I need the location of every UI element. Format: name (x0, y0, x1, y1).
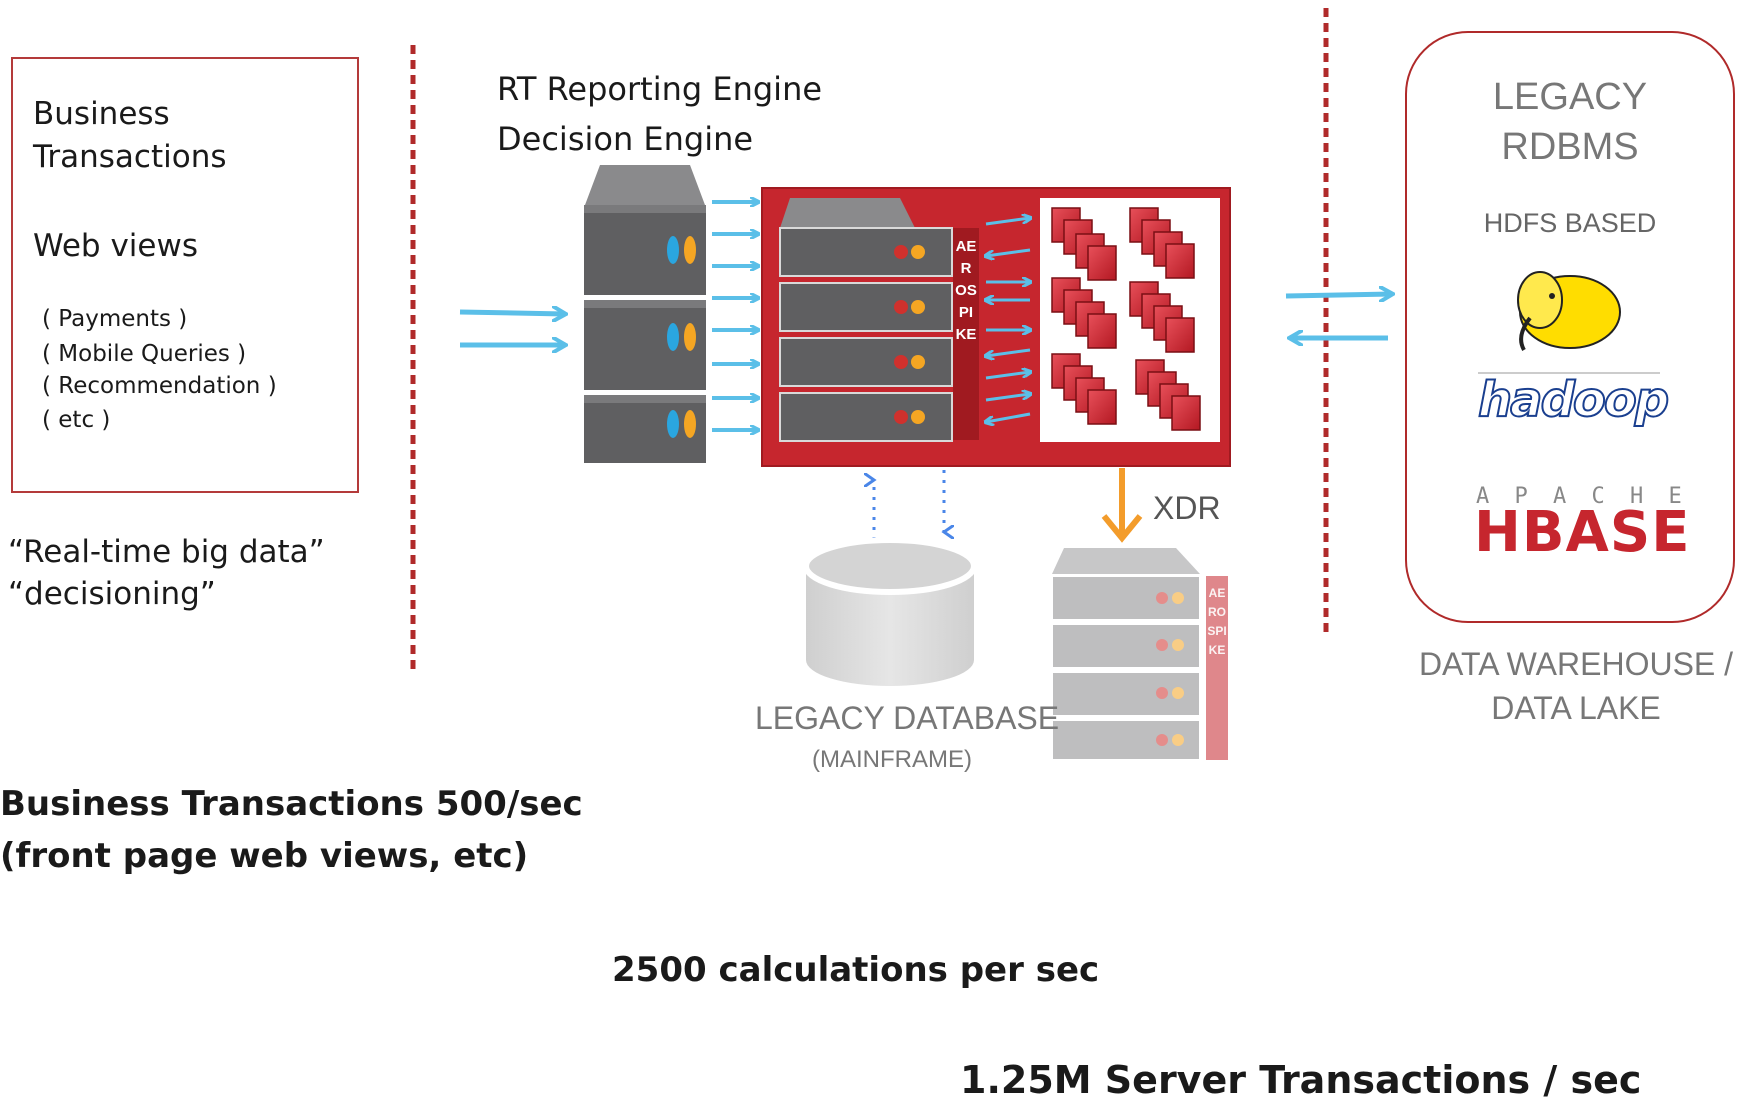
legacy-db-line1: LEGACY DATABASE (755, 700, 1060, 736)
left-box-item: ( etc ) (42, 407, 111, 433)
stat-business-line1: Business Transactions 500/sec (0, 784, 583, 824)
engine-line2: Decision Engine (497, 120, 754, 158)
left-box-frame (11, 57, 359, 493)
quote-line1: “Real-time big data” (8, 534, 325, 570)
aerospike-vertical-label: AEROSPIKE (955, 238, 977, 343)
app-server-stack (584, 165, 706, 463)
stat-business-line2: (front page web views, etc) (0, 836, 529, 876)
warehouse-line1: DATA WAREHOUSE / (1418, 646, 1734, 682)
left-box-item: ( Payments ) (42, 306, 188, 332)
left-box-item: ( Mobile Queries ) (42, 341, 247, 367)
stat-calculations: 2500 calculations per sec (612, 950, 1100, 990)
engine-line1: RT Reporting Engine (497, 70, 823, 108)
legacy-database-cylinder (803, 537, 977, 686)
hbase-logo: HBASE (1474, 500, 1691, 565)
legacy-db-line2: (MAINFRAME) (812, 746, 972, 773)
server-arrows (712, 202, 758, 430)
stat-server-transactions: 1.25M Server Transactions / sec (960, 1058, 1642, 1102)
left-box-item: ( Recommendation ) (42, 373, 277, 399)
apache-logo-text: A P A C H E (1476, 484, 1688, 509)
hadoop-logo: hadoop (1477, 371, 1670, 429)
replica-cluster (1051, 548, 1228, 761)
xdr-arrow (1101, 468, 1143, 543)
internal-arrows (986, 218, 1030, 422)
data-blocks (1051, 207, 1201, 431)
arrow-to-warehouse (1285, 294, 1392, 296)
right-box-line2: RDBMS (1501, 126, 1639, 168)
left-box-line2: Transactions (33, 139, 227, 175)
hadoop-elephant-icon (1517, 271, 1621, 351)
aerospike-replica-label: AEROSPIKE (1207, 586, 1227, 657)
right-box-line1: LEGACY (1492, 76, 1648, 118)
quote-line2: “decisioning” (8, 576, 216, 612)
warehouse-line2: DATA LAKE (1491, 690, 1661, 726)
left-box-line1: Business (33, 96, 170, 132)
hadoop-divider (1478, 372, 1660, 374)
xdr-label: XDR (1153, 490, 1221, 526)
input-arrow (459, 312, 565, 314)
right-box-line3: HDFS BASED (1483, 208, 1657, 238)
left-box-line3: Web views (33, 228, 198, 264)
